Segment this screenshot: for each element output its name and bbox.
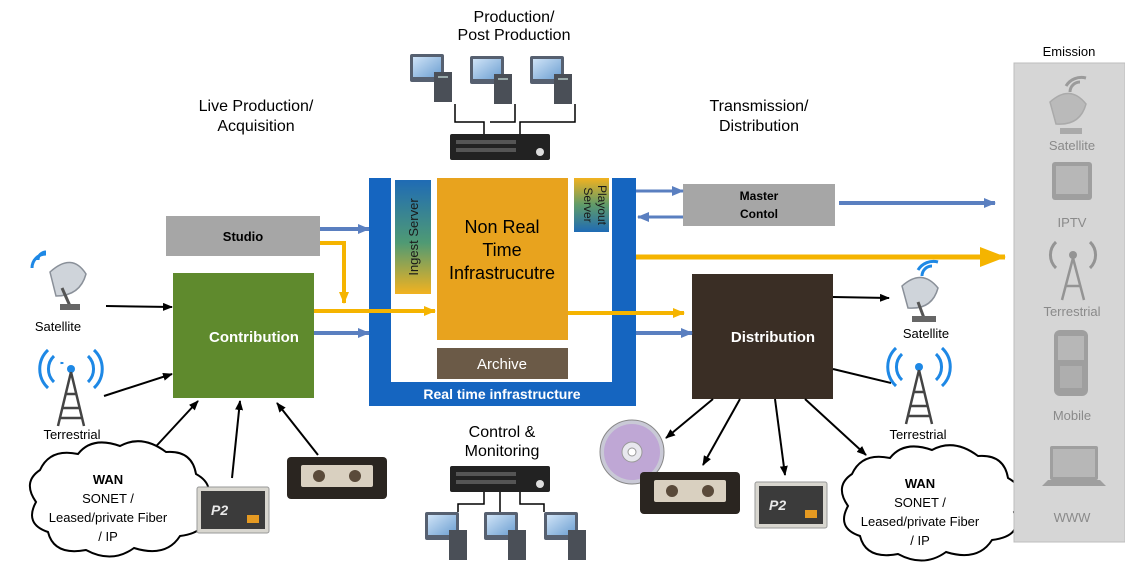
master-control-label-line2: Contol bbox=[740, 207, 778, 221]
terrestrial-tower-icon bbox=[38, 348, 104, 427]
dvd-disc-icon bbox=[599, 419, 665, 485]
wan-left-line1: SONET / bbox=[82, 491, 134, 506]
emission-item-mobile: Mobile bbox=[1053, 408, 1091, 423]
contribution-label: Contribution bbox=[209, 329, 299, 346]
real-time-infrastructure-label: Real time infrastructure bbox=[423, 386, 580, 402]
emission-panel: Satellite IPTV Terrestrial Mobile WWW bbox=[1013, 62, 1125, 543]
studio-label: Studio bbox=[223, 229, 263, 244]
wan-right-title: WAN bbox=[905, 476, 935, 491]
production-label-line2: Post Production bbox=[458, 27, 571, 44]
distribution-label: Distribution bbox=[731, 329, 815, 346]
master-control-block: Master Contol bbox=[683, 184, 835, 226]
emission-title: Emission bbox=[1043, 44, 1096, 59]
satellite-dish-icon bbox=[901, 259, 939, 322]
contribution-block: Contribution bbox=[173, 273, 314, 398]
computer-icon bbox=[530, 56, 572, 104]
transmission-label-line1: Transmission/ bbox=[710, 98, 810, 115]
wan-left-line3: / IP bbox=[98, 529, 118, 544]
emission-item-iptv: IPTV bbox=[1058, 215, 1087, 230]
computer-icon bbox=[470, 56, 512, 104]
terrestrial-destination-label: Terrestrial bbox=[889, 427, 946, 442]
svg-text:P2: P2 bbox=[769, 497, 786, 513]
video-tape-icon bbox=[640, 472, 740, 514]
emission-item-www: WWW bbox=[1054, 510, 1092, 525]
non-real-time-infrastructure-block: Non Real Time Infrastrucutre bbox=[437, 178, 568, 340]
playout-label-line2: Server bbox=[581, 187, 595, 222]
laptop-icon bbox=[1042, 446, 1106, 486]
flow-arrows bbox=[103, 186, 1006, 479]
computer-icon bbox=[425, 512, 467, 560]
nrt-label-line1: Non Real bbox=[464, 217, 539, 237]
satellite-dish-icon bbox=[30, 250, 87, 310]
wan-right-line2: Leased/private Fiber bbox=[861, 514, 980, 529]
wan-right-line3: / IP bbox=[910, 533, 930, 548]
wan-left-line2: Leased/private Fiber bbox=[49, 510, 168, 525]
computer-icon bbox=[484, 512, 526, 560]
p2-card-icon: P2 bbox=[754, 481, 828, 529]
transmission-label-line2: Distribution bbox=[719, 118, 799, 135]
ingest-server-label: Ingest Server bbox=[406, 198, 421, 276]
tv-icon bbox=[1052, 162, 1092, 200]
server-icon bbox=[450, 466, 550, 492]
nrt-label-line3: Infrastrucutre bbox=[449, 263, 555, 283]
svg-text:P2: P2 bbox=[211, 502, 228, 518]
computer-icon bbox=[544, 512, 586, 560]
real-time-infrastructure: Real time infrastructure bbox=[369, 178, 636, 406]
control-label-line1: Control & bbox=[469, 424, 536, 441]
live-production-label-line1: Live Production/ bbox=[199, 98, 314, 115]
production-label-line1: Production/ bbox=[474, 9, 555, 26]
wan-cloud-right: WAN SONET / Leased/private Fiber / IP bbox=[841, 444, 1022, 562]
computer-icon bbox=[410, 54, 452, 102]
emission-item-satellite: Satellite bbox=[1049, 138, 1095, 153]
distribution-block: Distribution bbox=[692, 274, 833, 399]
emission-item-terrestrial: Terrestrial bbox=[1043, 304, 1100, 319]
wan-cloud-left: WAN SONET / Leased/private Fiber / IP bbox=[29, 440, 210, 558]
archive-block: Archive bbox=[437, 348, 568, 379]
archive-label: Archive bbox=[477, 356, 527, 373]
p2-card-icon: P2 bbox=[196, 486, 270, 534]
video-tape-icon bbox=[287, 457, 387, 499]
master-control-label-line1: Master bbox=[740, 189, 779, 203]
wan-right-line1: SONET / bbox=[894, 495, 946, 510]
playout-server-block: Playout Server bbox=[574, 178, 609, 232]
ingest-server-block: Ingest Server bbox=[395, 180, 431, 294]
playout-label-line1: Playout bbox=[595, 185, 609, 226]
nrt-label-line2: Time bbox=[482, 240, 521, 260]
mobile-phone-icon bbox=[1054, 330, 1088, 396]
satellite-source-label: Satellite bbox=[35, 319, 81, 334]
studio-block: Studio bbox=[166, 216, 320, 256]
terrestrial-tower-icon bbox=[1049, 240, 1097, 301]
server-icon bbox=[450, 134, 550, 160]
terrestrial-tower-icon bbox=[886, 346, 952, 425]
live-production-label-line2: Acquisition bbox=[217, 118, 294, 135]
satellite-destination-label: Satellite bbox=[903, 326, 949, 341]
terrestrial-source-label: Terrestrial bbox=[43, 427, 100, 442]
production-workstations bbox=[410, 54, 576, 160]
wan-left-title: WAN bbox=[93, 472, 123, 487]
satellite-dish-icon bbox=[1049, 75, 1087, 134]
control-label-line2: Monitoring bbox=[465, 443, 540, 460]
control-monitoring-workstations bbox=[425, 466, 586, 560]
